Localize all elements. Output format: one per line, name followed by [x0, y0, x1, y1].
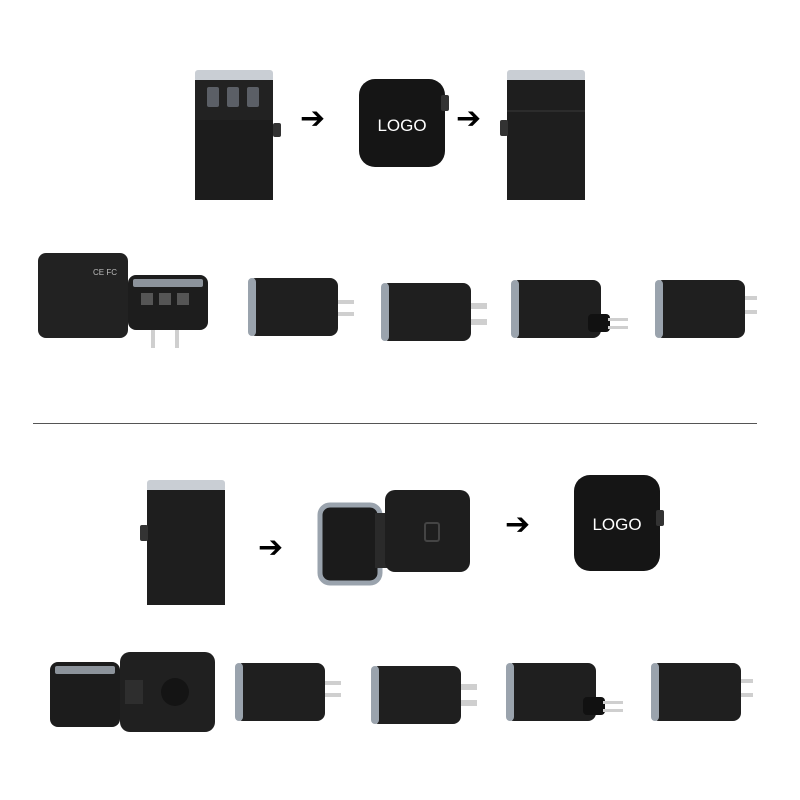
adapter-exploded	[317, 490, 470, 586]
right-arrow-icon: ➔	[456, 101, 482, 136]
adapter-usb-front	[195, 70, 281, 200]
adapter-assembled	[140, 480, 225, 605]
adapter-us-plug	[235, 663, 341, 721]
adapter-uk-plug	[371, 666, 477, 724]
logo-module: LOGO	[574, 475, 664, 571]
usb-port-icon	[247, 87, 259, 107]
usb-port-icon	[227, 87, 239, 107]
logo-text: LOGO	[377, 116, 426, 135]
adapter-us-plug	[248, 278, 354, 336]
adapter-au-plug	[651, 663, 753, 721]
right-arrow-icon: ➔	[505, 507, 531, 542]
adapter-pair-front-back: CE FC	[38, 253, 208, 348]
adapter-pair-uk-back	[50, 652, 215, 732]
adapter-eu-plug	[506, 663, 623, 721]
logo-text: LOGO	[592, 515, 641, 534]
section-divider	[33, 423, 757, 424]
svg-text:CE FC: CE FC	[93, 268, 117, 277]
right-arrow-icon: ➔	[258, 530, 284, 565]
adapter-au-plug	[655, 280, 757, 338]
adapter-uk-plug	[381, 283, 487, 341]
adapter-assembled	[500, 70, 585, 200]
logo-module: LOGO	[359, 79, 449, 167]
adapter-eu-plug	[511, 280, 628, 338]
usb-port-icon	[207, 87, 219, 107]
right-arrow-icon: ➔	[300, 101, 326, 136]
